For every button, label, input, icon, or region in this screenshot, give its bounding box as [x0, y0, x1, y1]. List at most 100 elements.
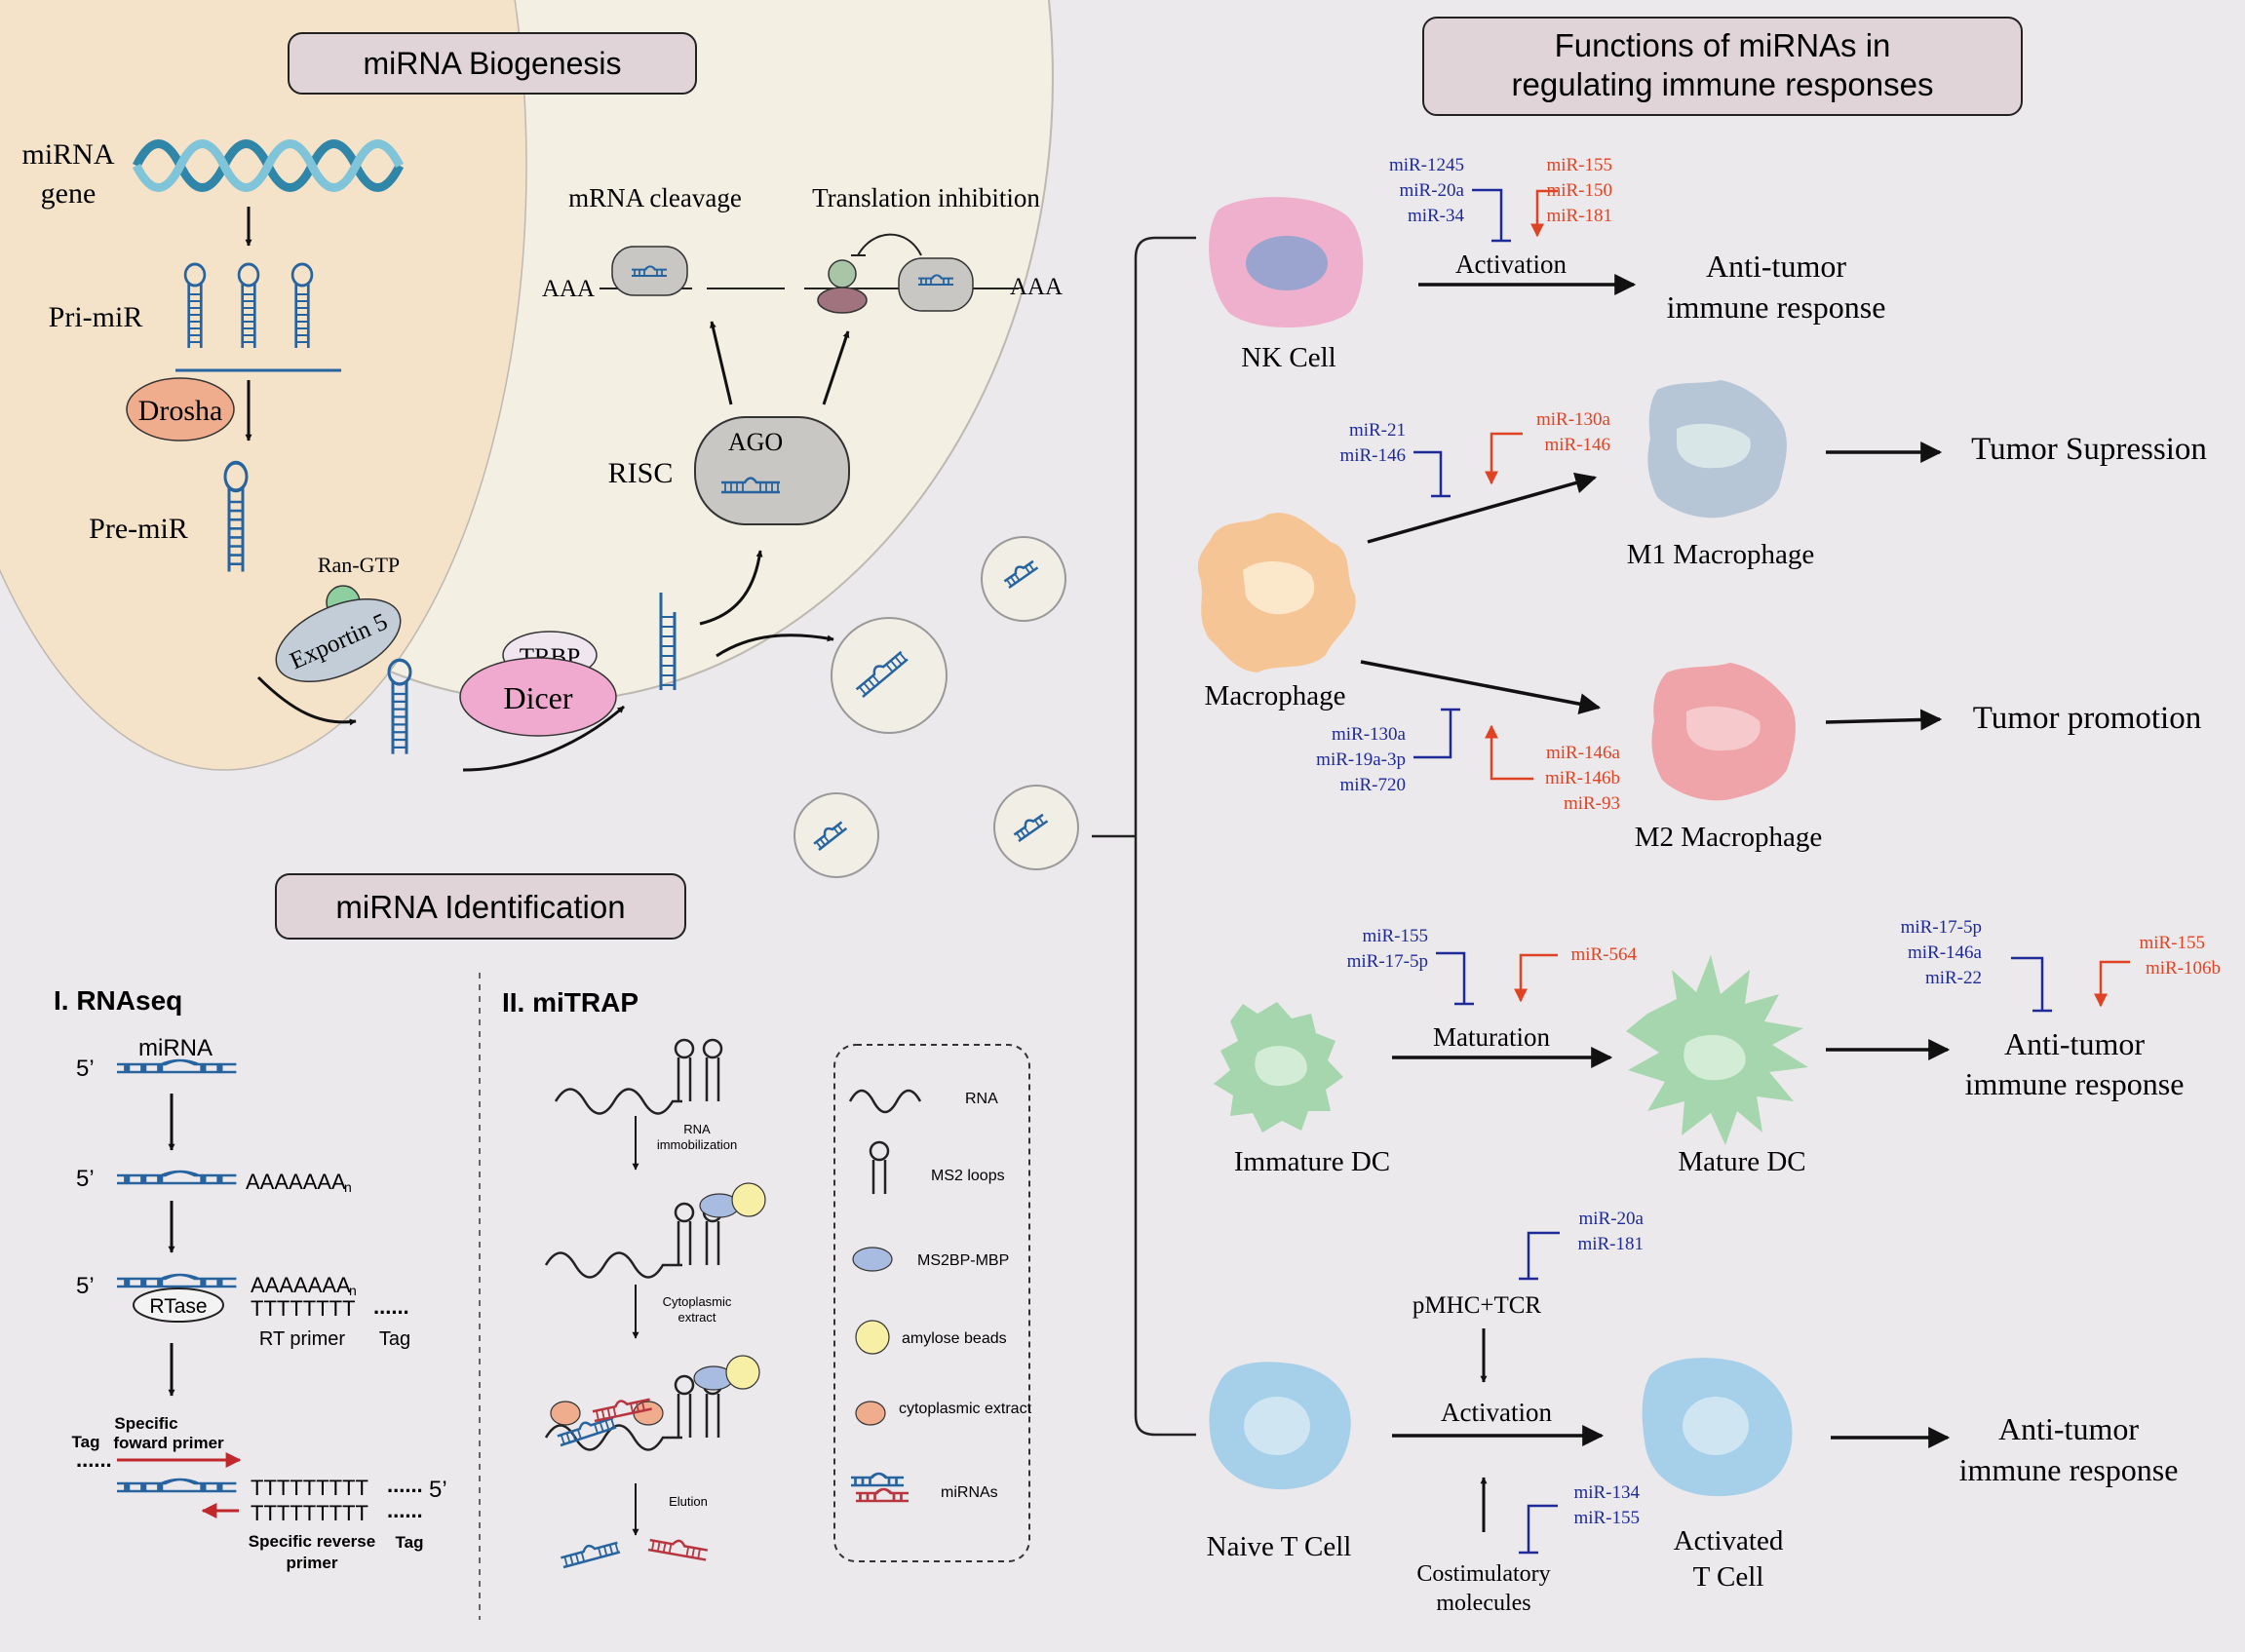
legend-ms2bp-mbp: MS2BP-MBP	[917, 1252, 1009, 1269]
m2-activate-symbol	[1485, 724, 1533, 781]
pri-mir-label: Pri-miR	[49, 301, 143, 333]
dicer-label: Dicer	[503, 680, 572, 715]
dots-2: ......	[76, 1447, 112, 1472]
functions-title-line1: Functions of miRNAs in	[1555, 27, 1891, 63]
nk-inhibitor-2: miR-20a	[1400, 180, 1465, 201]
five-prime-4: 5’	[429, 1477, 447, 1503]
nk-activator-1: miR-155	[1546, 155, 1612, 175]
poly-a-2: AAAAAAA	[251, 1273, 351, 1297]
risc-complex: AGO	[694, 416, 850, 525]
five-prime-2: 5’	[76, 1166, 95, 1192]
rnaseq-panel: miRNA 5’ 5’ AAAAAAA n 5’ AAAAAAA n RTase…	[72, 1035, 447, 1572]
costim-inhibitor-2: miR-155	[1573, 1508, 1640, 1528]
aaa-left: AAA	[542, 276, 595, 302]
nk-process-label: Activation	[1455, 250, 1567, 279]
risc-label: RISC	[608, 457, 674, 489]
m2-outcome-arrow	[1825, 709, 1943, 731]
dc-resp-inhibitor-3: miR-22	[1925, 968, 1982, 988]
nk-outcome-1: Anti-tumor	[1706, 249, 1846, 284]
nk-outcome-2: immune response	[1667, 289, 1886, 325]
dc-outcome-2: immune response	[1965, 1066, 2185, 1101]
m1-macrophage-cell	[1647, 380, 1787, 519]
dc-mat-activate-symbol	[1514, 953, 1558, 1003]
step2-label-2: extract	[677, 1310, 716, 1325]
nk-activator-3: miR-181	[1546, 206, 1612, 226]
dc-resp-inhibit-symbol	[2011, 956, 2052, 1013]
m2-inhibit-symbol	[1413, 708, 1460, 759]
arrow-to-risc	[699, 550, 763, 626]
activated-t-cell	[1642, 1358, 1793, 1497]
dc-mat-inhibitor-1: miR-155	[1362, 926, 1428, 946]
legend-mirnas: miRNAs	[941, 1484, 998, 1501]
dc-resp-activator-2: miR-106b	[2146, 958, 2221, 979]
naive-t-cell-label: Naive T Cell	[1207, 1531, 1352, 1562]
poly-a-sub-1: n	[344, 1179, 352, 1195]
m1-activate-symbol	[1485, 432, 1523, 485]
dc-mat-inhibitor-2: miR-17-5p	[1347, 951, 1428, 972]
pmhc-inhibit-symbol	[1519, 1231, 1560, 1281]
exportin-5: Exportin 5	[275, 597, 402, 683]
mrna-cleavage-illustration	[600, 246, 785, 296]
nk-inhibitor-3: miR-34	[1408, 206, 1465, 226]
costim-inhibit-symbol	[1519, 1504, 1558, 1555]
specific-forward-1: Specific	[114, 1414, 177, 1433]
m1-activator-1: miR-130a	[1536, 409, 1611, 430]
pmhc-label: pMHC+TCR	[1413, 1292, 1542, 1319]
exosome-4	[993, 785, 1079, 870]
t-strand-2: TTTTTTTTT	[251, 1476, 368, 1500]
specific-forward-2: foward primer	[113, 1434, 224, 1452]
dc-process-label: Maturation	[1433, 1022, 1550, 1052]
nk-activator-2: miR-150	[1546, 180, 1612, 201]
arrow-to-inhibition	[822, 330, 850, 405]
specific-reverse-2: primer	[287, 1554, 338, 1572]
ran-gtp-label: Ran-GTP	[318, 553, 400, 577]
rt-primer-label: RT primer	[259, 1328, 346, 1350]
mirna-duplex	[659, 593, 677, 690]
five-prime-3: 5’	[76, 1273, 95, 1299]
poly-a-1: AAAAAAA	[246, 1170, 346, 1194]
identification-title: miRNA Identification	[335, 889, 625, 925]
specific-reverse-1: Specific reverse	[249, 1532, 375, 1551]
dc-mat-activator-1: miR-564	[1570, 944, 1637, 965]
nucleus	[0, 0, 527, 771]
rtase-label: RTase	[149, 1295, 207, 1318]
arrow-dicer	[462, 705, 625, 772]
nk-cell	[1209, 197, 1364, 328]
poly-a-sub-2: n	[349, 1283, 357, 1298]
step3-label: Elution	[669, 1494, 708, 1509]
m1-inhibitor-1: miR-21	[1349, 420, 1406, 441]
translation-inhibition-illustration	[804, 233, 1019, 314]
nk-cell-label: NK Cell	[1241, 342, 1335, 373]
mrna-cleavage-label: mRNA cleavage	[568, 183, 742, 212]
functions-bracket	[1134, 236, 1196, 1437]
activated-t-cell-label-1: Activated	[1674, 1525, 1784, 1556]
biogenesis-title: miRNA Biogenesis	[364, 46, 622, 81]
drosha-label: Drosha	[138, 395, 223, 427]
m1-activator-2: miR-146	[1544, 435, 1610, 455]
mature-dc-label: Mature DC	[1678, 1146, 1805, 1177]
tcell-outcome-2: immune response	[1959, 1452, 2179, 1487]
nk-inhibit-symbol	[1472, 188, 1511, 243]
macrophage-label: Macrophage	[1205, 680, 1346, 711]
arrow-to-cleavage	[710, 321, 733, 405]
macrophage-cell	[1197, 513, 1356, 672]
m2-outcome-label: Tumor promotion	[1973, 701, 2201, 736]
immature-dc-label: Immature DC	[1234, 1146, 1390, 1177]
arrow-export	[256, 675, 357, 726]
costim-label-2: molecules	[1436, 1591, 1530, 1616]
immature-dc-cell	[1214, 1002, 1343, 1133]
functions-title-box: Functions of miRNAs in regulating immune…	[1422, 17, 2023, 116]
ago-label: AGO	[728, 428, 783, 456]
exosome-2	[831, 617, 948, 734]
m2-polarization-arrow	[1360, 660, 1602, 715]
costim-inhibitor-1: miR-134	[1573, 1482, 1640, 1503]
mature-dc-cell	[1626, 955, 1808, 1145]
tag-label-1: Tag	[379, 1328, 410, 1350]
dots-3: ......	[387, 1473, 423, 1497]
pri-mir-structure	[175, 262, 341, 372]
m1-outcome-label: Tumor Supression	[1971, 432, 2207, 467]
costim-label-1: Costimulatory	[1416, 1561, 1550, 1587]
mirna-gene-label-2: gene	[41, 177, 97, 210]
translation-inhibition-label: Translation inhibition	[812, 183, 1040, 212]
